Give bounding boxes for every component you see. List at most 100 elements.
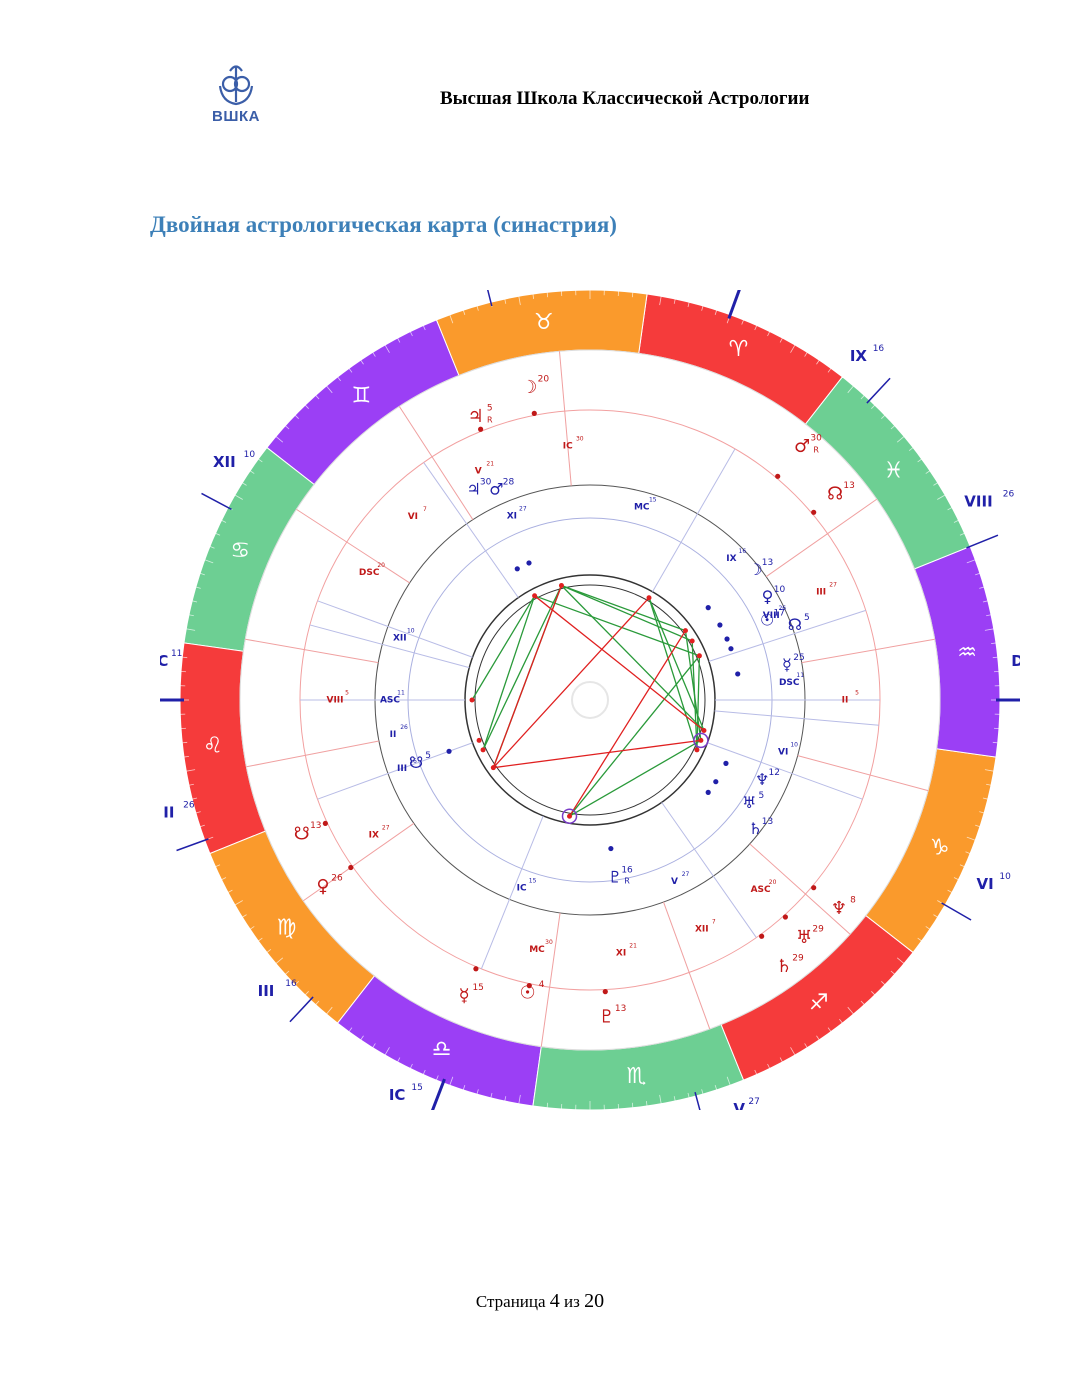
degree-tick [304,991,309,996]
outer-cusp-degree: 16 [285,979,297,989]
red-house-line [398,406,474,520]
degree-tick [221,877,227,881]
degree-tick [645,293,648,299]
blue-cusp-label: DSC [779,678,800,688]
outer-planet-degree: 30 [810,434,822,444]
degree-tick [754,325,758,331]
degree-tick [188,614,194,617]
aspect-line-green [569,655,700,817]
red-house-line [540,912,561,1047]
blue-planet-degree: 5 [758,791,764,801]
degree-tick [518,296,521,306]
red-cusp-degree: 21 [486,460,494,467]
degree-tick [741,1075,744,1081]
aspect-node [567,813,573,819]
blue-planet-glyph: ♀ [762,587,774,606]
degree-tick [966,836,976,841]
degree-tick [504,1096,507,1102]
outer-planet-dot [775,473,781,479]
red-cusp-degree: 5 [345,690,349,697]
degree-tick [546,292,549,298]
degree-tick [726,1076,731,1086]
blue-house-line [317,600,473,658]
blue-planet-glyph: ☊ [788,615,802,634]
blue-cusp-degree: 10 [790,741,798,748]
outer-cusp-line [727,267,749,319]
blue-planet-dot [705,789,711,795]
logo-text: ВШКА [212,108,260,125]
degree-tick [975,824,981,828]
red-cusp-degree: 21 [629,943,637,950]
zodiac-glyph-leo: ♌ [203,733,223,758]
red-house-line [749,843,851,935]
degree-tick [192,797,198,800]
degree-tick [767,331,771,337]
degree-tick [476,305,479,311]
outer-cusp-degree: 10 [999,872,1011,882]
blue-planet-retro: R [624,877,630,886]
outer-planet-retro: R [813,446,819,455]
outer-planet-degree: 20 [538,374,550,384]
outer-cusp-label: VIII [964,493,992,511]
blue-planet-dot [526,560,532,566]
degree-tick [384,344,390,353]
degree-tick [959,532,965,536]
outer-planet-glyph: ☿ [459,985,470,1006]
degree-tick [871,404,876,409]
degree-tick [209,851,215,854]
blue-planet-glyph: ☿ [782,655,792,674]
degree-tick [186,769,196,772]
degree-tick [348,1027,353,1032]
blue-planet-degree: 30 [480,478,492,488]
red-cusp-degree: 5 [855,690,859,697]
outer-cusp-label: IX [850,347,868,365]
blue-cusp-degree: 15 [529,877,537,884]
degree-tick [409,1063,413,1069]
outer-cusp-label: III [258,982,275,1000]
red-cusp-degree: 27 [382,825,390,832]
outer-cusp-degree: 26 [183,800,195,810]
blue-house-line [661,802,757,938]
red-house-line [558,351,572,486]
degree-tick [285,970,290,975]
blue-house-line [480,815,544,970]
zodiac-glyph-sagittarius: ♐ [809,990,829,1015]
degree-tick [701,305,704,311]
aspect-line-green [561,584,686,632]
zodiac-glyph-gemini: ♊ [351,384,371,409]
degree-tick [546,1102,549,1108]
blue-cusp-degree: 15 [649,496,657,503]
degree-tick [192,600,198,603]
red-cusp-label: IX [369,831,379,841]
degree-tick [476,1089,479,1095]
blue-cusp-degree: 26 [400,724,408,731]
degree-tick [908,447,914,451]
blue-cusp-label: ASC [380,696,400,706]
degree-tick [294,414,299,419]
degree-tick [631,1102,634,1108]
zodiac-glyph-taurus: ♉ [534,310,554,335]
degree-tick [673,298,676,304]
aspect-node [558,583,564,589]
degree-tick [847,385,854,394]
aspect-line-green [691,640,698,750]
degree-tick [790,344,796,353]
aspect-line-red [493,739,701,769]
degree-tick [933,914,938,918]
red-cusp-degree: 7 [423,506,427,513]
degree-tick [242,914,247,918]
degree-tick [326,1006,333,1015]
outer-planet-dot [526,983,532,989]
blue-cusp-degree: 11 [397,690,405,697]
blue-planet-degree: 25 [793,653,804,663]
aspect-line-red [568,630,687,817]
blue-planet-glyph: ♅ [742,793,756,812]
degree-tick [227,889,233,893]
outer-cusp-label: IC [389,1086,406,1104]
footer-page-total: 20 [584,1290,605,1312]
outer-planet-dot [478,426,484,432]
degree-tick [804,352,808,357]
degree-tick [258,937,263,942]
red-house-line [246,740,380,768]
outer-planet-glyph: ♆ [831,898,847,919]
